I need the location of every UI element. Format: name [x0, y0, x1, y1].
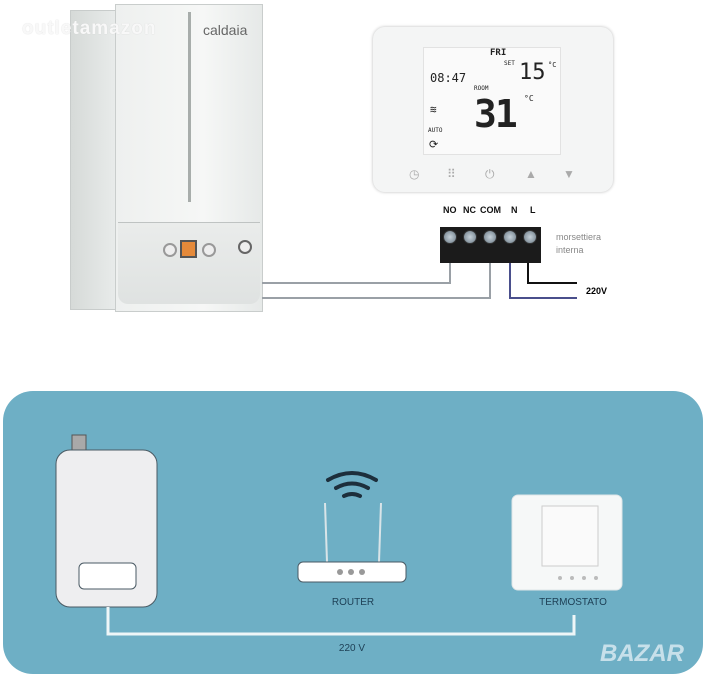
- wire-live-riser: [527, 262, 529, 284]
- thermostat-lcd: FRI SET 15 °C 08:47 ROOM 31 °C ≋ AUTO ⟳: [423, 47, 561, 155]
- lcd-room-unit: °C: [524, 94, 534, 103]
- boiler-display: [180, 240, 197, 258]
- clock-button[interactable]: ◷: [409, 167, 420, 181]
- lcd-set-label: SET: [504, 60, 515, 67]
- boiler-seam: [188, 12, 191, 202]
- screw-icon: [503, 230, 517, 244]
- thermostat-icon-screen: [541, 505, 599, 567]
- terminal-note-1: morsettiera: [556, 232, 602, 242]
- watermark-bazar: BAZAR: [600, 640, 684, 667]
- wire-live: [527, 282, 577, 284]
- screw-icon: [463, 230, 477, 244]
- router-led: [337, 569, 343, 575]
- wire-neutral: [509, 297, 577, 299]
- terminal-block: [440, 227, 541, 263]
- power-button[interactable]: ⏻: [485, 167, 495, 181]
- boiler-gauge: [238, 240, 252, 254]
- down-button[interactable]: ▼: [563, 167, 575, 181]
- lcd-set-temp: 15: [519, 60, 546, 85]
- power-line: [106, 607, 576, 636]
- router-led: [348, 569, 354, 575]
- boiler-knob-right: [202, 243, 216, 257]
- lcd-room-temp: 31: [474, 92, 518, 136]
- sync-icon: ⟳: [429, 138, 439, 151]
- thermostat-photo: FRI SET 15 °C 08:47 ROOM 31 °C ≋ AUTO ⟳ …: [373, 27, 613, 192]
- router-antenna-right: [378, 502, 382, 563]
- boiler-control-panel: [118, 222, 260, 304]
- terminal-note-2: interna: [556, 245, 584, 255]
- wifi-icon: ≋: [430, 103, 437, 116]
- boiler-knob-left: [163, 243, 177, 257]
- terminal-label-n: N: [511, 205, 518, 215]
- lcd-clock: 08:47: [430, 71, 467, 85]
- wire-neutral-riser: [509, 262, 511, 299]
- lcd-room-label: ROOM: [474, 85, 489, 92]
- lcd-set-unit: °C: [548, 61, 557, 69]
- voltage-label-top: 220V: [586, 286, 608, 296]
- wire-no-riser: [449, 262, 451, 284]
- router-label: ROUTER: [331, 597, 375, 608]
- wire-com: [262, 297, 490, 299]
- terminal-label-nc: NC: [463, 205, 476, 215]
- wire-no: [262, 282, 450, 284]
- wire-com-riser: [489, 262, 491, 299]
- terminal-label-l: L: [530, 205, 536, 215]
- router-led: [359, 569, 365, 575]
- watermark-outletamazon: outletamazon: [22, 18, 157, 39]
- lcd-mode: AUTO: [428, 127, 443, 134]
- boiler-pipe: [71, 434, 87, 452]
- router-antenna-left: [324, 502, 328, 563]
- thermostat-label: TERMOSTATO: [539, 597, 607, 608]
- thermostat-icon-buttons: [558, 576, 598, 580]
- screw-icon: [443, 230, 457, 244]
- terminal-label-com: COM: [480, 205, 501, 215]
- voltage-label: 220 V: [338, 643, 366, 654]
- boiler-screen-icon: [78, 562, 137, 590]
- screw-icon: [483, 230, 497, 244]
- terminal-label-no: NO: [443, 205, 457, 215]
- lcd-day: FRI: [490, 48, 507, 58]
- boiler-label: caldaia: [203, 22, 248, 38]
- menu-button[interactable]: ⠿: [447, 167, 456, 181]
- up-button[interactable]: ▲: [525, 167, 537, 181]
- boiler-side: [70, 10, 116, 310]
- screw-icon: [523, 230, 537, 244]
- wifi-icon: [326, 471, 378, 498]
